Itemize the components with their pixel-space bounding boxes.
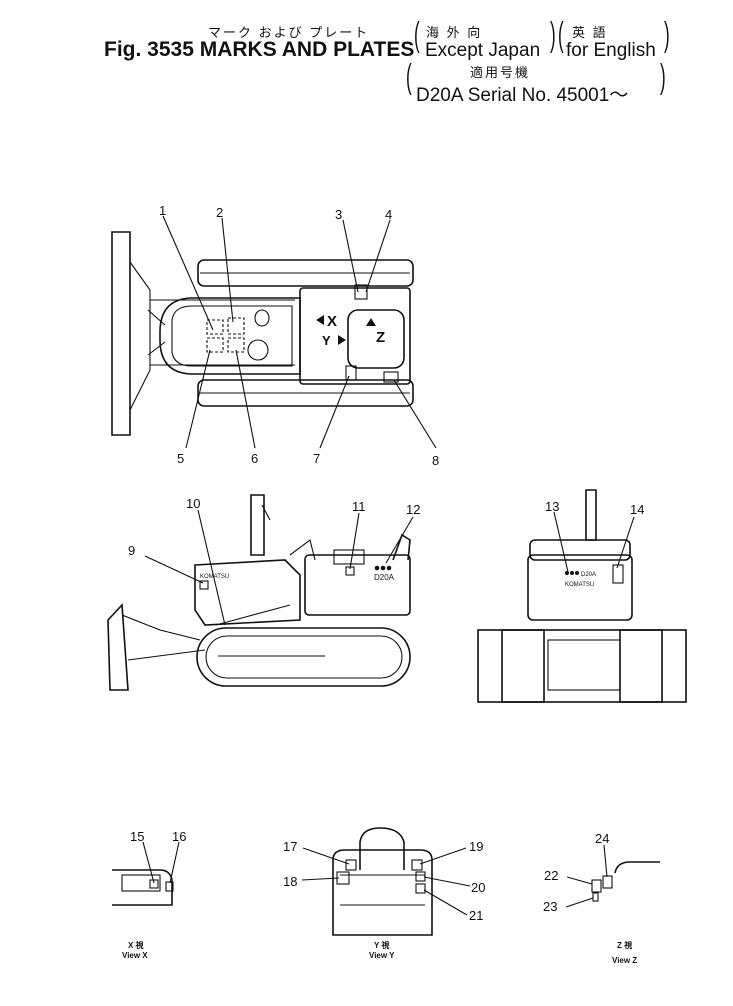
- direction-arrows: X Y Z: [316, 313, 385, 348]
- callout-10: 10: [186, 496, 200, 511]
- callout-20: 20: [471, 880, 485, 895]
- paren-close-1: ): [550, 16, 556, 54]
- side-view: [107, 494, 411, 691]
- view-y-jp: Y 視: [374, 940, 389, 950]
- arrow-x-icon: [316, 315, 324, 325]
- detail-view-z: [591, 861, 660, 902]
- view-x-jp: X 視: [128, 940, 144, 950]
- leaders-top: [162, 215, 437, 449]
- leaders-y: [301, 847, 471, 916]
- callout-16: 16: [172, 829, 186, 844]
- figure-title: Fig. 3535 MARKS AND PLATES: [104, 38, 415, 61]
- paren-open-1: (: [414, 16, 420, 54]
- spec2-japanese: 英 語: [572, 25, 608, 40]
- callout-22: 22: [544, 868, 558, 883]
- leaders-rear: [553, 511, 635, 573]
- paren-close-2: ): [664, 16, 670, 54]
- detail-view-y: [332, 827, 433, 936]
- callout-2: 2: [216, 205, 223, 220]
- title-japanese: マーク および プレート: [208, 25, 370, 40]
- leaders-z: [565, 844, 608, 908]
- callout-8: 8: [432, 453, 439, 468]
- callout-18: 18: [283, 874, 297, 889]
- callout-14: 14: [630, 502, 644, 517]
- callout-11: 11: [352, 499, 366, 514]
- view-z-label: View Z: [612, 956, 637, 965]
- callout-13: 13: [545, 499, 559, 514]
- serial-label: D20A Serial No. 45001～: [416, 85, 629, 106]
- detail-view-x: [112, 841, 180, 906]
- view-y-label: View Y: [369, 951, 395, 960]
- leaders-side: [144, 509, 414, 626]
- arrow-y-label: Y: [322, 333, 331, 348]
- rear-brand-decal: KOMATSU: [565, 582, 594, 588]
- callout-5: 5: [177, 451, 184, 466]
- spec1-japanese: 海 外 向: [426, 25, 483, 40]
- paren-open-3: (: [406, 58, 412, 96]
- arrow-z-icon: [366, 318, 376, 326]
- callout-6: 6: [251, 451, 258, 466]
- top-view: [111, 231, 414, 436]
- komatsu-decal: KOMATSU: [200, 574, 229, 580]
- spec2-label: for English: [566, 40, 656, 61]
- rear-model-decal: D20A: [581, 572, 596, 578]
- rear-view: [477, 489, 687, 703]
- callout-12: 12: [406, 502, 420, 517]
- paren-open-2: (: [558, 16, 564, 54]
- callout-19: 19: [469, 839, 483, 854]
- arrow-x-label: X: [327, 313, 337, 330]
- paren-close-3: ): [660, 58, 666, 96]
- callout-15: 15: [130, 829, 144, 844]
- callout-4: 4: [385, 207, 392, 222]
- arrow-y-icon: [338, 335, 346, 345]
- callout-9: 9: [128, 543, 135, 558]
- serial-japanese: 適用号機: [470, 65, 531, 80]
- callout-21: 21: [469, 908, 483, 923]
- callout-7: 7: [313, 451, 320, 466]
- callout-1: 1: [159, 203, 166, 218]
- callout-3: 3: [335, 207, 342, 222]
- view-z-jp: Z 視: [617, 940, 632, 950]
- callout-24: 24: [595, 831, 609, 846]
- arrow-z-label: Z: [376, 329, 385, 346]
- callout-23: 23: [543, 899, 557, 914]
- spec1-label: Except Japan: [425, 40, 541, 61]
- callout-17: 17: [283, 839, 297, 854]
- model-decal: D20A: [374, 573, 395, 582]
- view-x-label: View X: [122, 951, 148, 960]
